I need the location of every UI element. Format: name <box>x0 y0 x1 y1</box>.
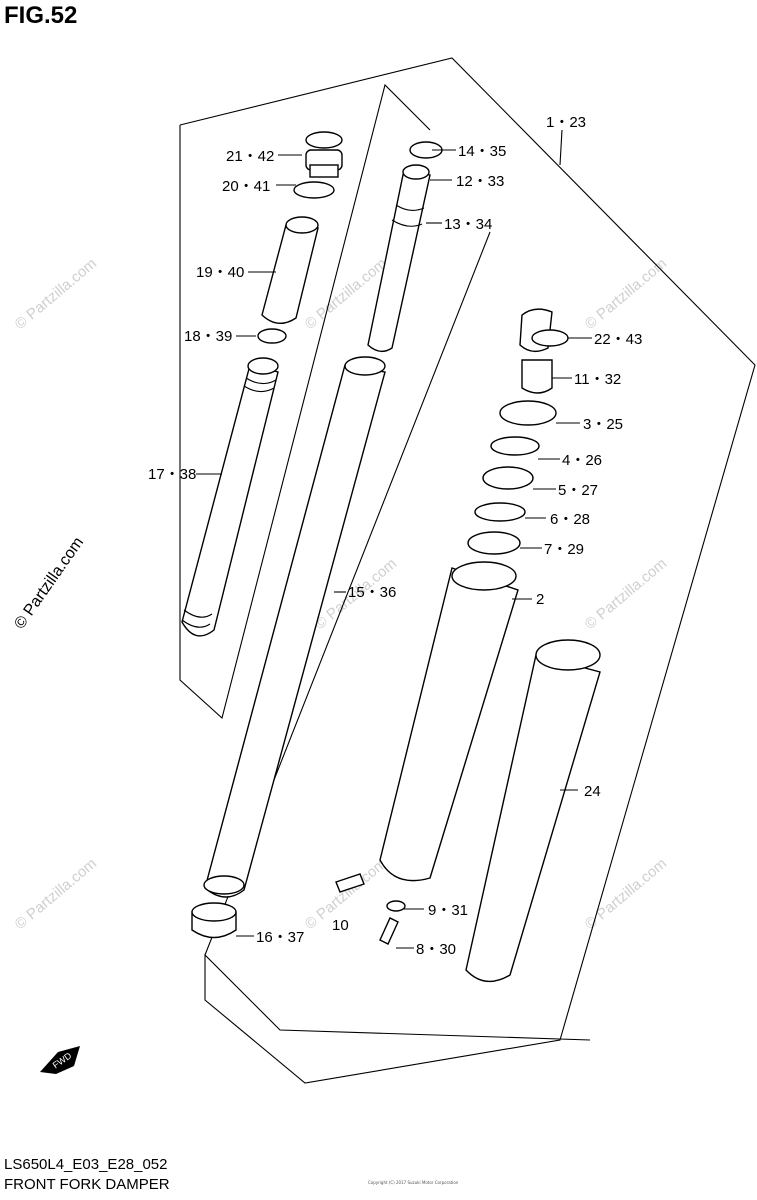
callout-18-39: 18・39 <box>184 328 232 345</box>
bolt-8 <box>379 917 399 945</box>
callout-24: 24 <box>584 783 601 800</box>
watermark: © Partzilla.com <box>12 255 100 333</box>
callout-7-29: 7・29 <box>544 541 584 558</box>
ring-6 <box>474 502 526 522</box>
callout-6-28: 6・28 <box>550 511 590 528</box>
watermark-dark: © Partzilla.com <box>11 534 87 632</box>
cylinder-11 <box>521 359 553 394</box>
watermark: © Partzilla.com <box>12 855 100 933</box>
callout-4-26: 4・26 <box>562 452 602 469</box>
callout-9-31: 9・31 <box>428 902 468 919</box>
fine-print: Copyright (C) 2017 Suzuki Motor Corporat… <box>368 1180 459 1185</box>
ring-5 <box>482 466 534 490</box>
assembly-frame-outline <box>179 57 756 1084</box>
callout-22-43: 22・43 <box>594 331 642 348</box>
spacer-tube <box>261 216 319 324</box>
watermark: © Partzilla.com <box>582 255 670 333</box>
washer <box>257 328 287 344</box>
ring-3 <box>499 400 557 426</box>
callout-16-37: 16・37 <box>256 929 304 946</box>
ring-22 <box>531 329 569 347</box>
figure-title: FIG.52 <box>4 2 78 29</box>
leader-lines <box>196 129 592 949</box>
callout-14-35: 14・35 <box>458 143 506 160</box>
cap-bolt <box>305 131 343 178</box>
watermark: © Partzilla.com <box>582 855 670 933</box>
callout-11-32: 11・32 <box>574 371 621 388</box>
o-ring <box>293 181 335 199</box>
bolt-10 <box>335 873 365 893</box>
ring-4 <box>490 436 540 456</box>
callout-10: 10 <box>332 917 349 934</box>
outer-tube <box>379 561 519 882</box>
washer-9 <box>386 900 406 912</box>
inner-tube <box>203 356 386 898</box>
callout-labels: 1・23 2 3・25 4・26 5・27 6・28 7・29 8・30 9・3… <box>148 114 642 958</box>
fork-spring <box>181 357 279 637</box>
watermark-layer: © Partzilla.com © Partzilla.com © Partzi… <box>11 255 670 933</box>
callout-12-33: 12・33 <box>456 173 504 190</box>
damper-rod <box>367 164 431 353</box>
callout-13-34: 13・34 <box>444 216 492 233</box>
callout-5-27: 5・27 <box>558 482 598 499</box>
model-code: LS650L4_E03_E28_052 <box>4 1156 168 1173</box>
callout-17-38: 17・38 <box>148 466 196 483</box>
fwd-direction-marker: FWD <box>40 1046 80 1074</box>
callout-8-30: 8・30 <box>416 941 456 958</box>
guide-bushing <box>191 902 237 939</box>
figure-caption: FRONT FORK DAMPER <box>4 1176 170 1193</box>
callout-2: 2 <box>536 591 544 608</box>
callout-20-41: 20・41 <box>222 178 270 195</box>
watermark: © Partzilla.com <box>582 555 670 633</box>
ring-7 <box>467 531 521 555</box>
callout-21-42: 21・42 <box>226 148 274 165</box>
outer-tube-assy <box>465 639 601 983</box>
callout-19-40: 19・40 <box>196 264 244 281</box>
callout-1-23: 1・23 <box>546 114 586 131</box>
callout-15-36: 15・36 <box>348 584 396 601</box>
callout-3-25: 3・25 <box>583 416 623 433</box>
